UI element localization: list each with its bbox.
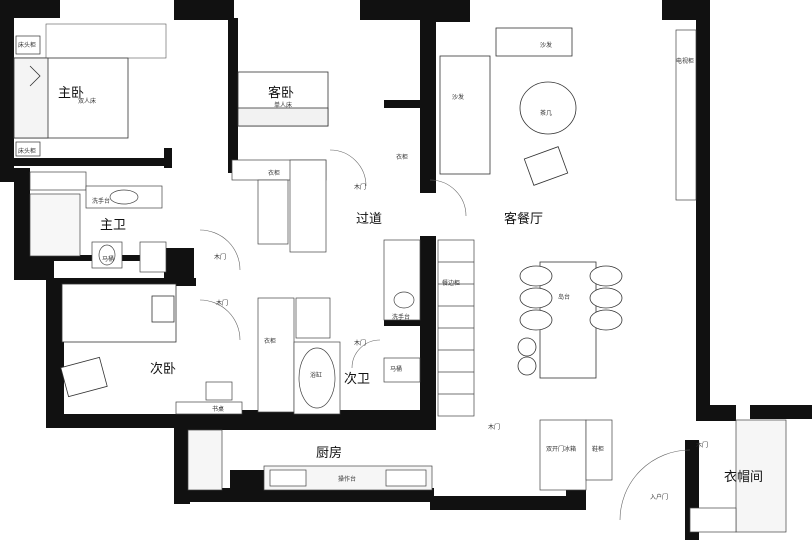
master-bath-fixtures (29, 171, 167, 273)
label-fridge: 双开门冰箱 (546, 446, 577, 453)
label-wardrobe-guest: 衣柜 (268, 170, 281, 177)
wardrobe-second (257, 297, 331, 413)
room-label-second-bedroom: 次卧 (150, 362, 177, 377)
room-label-kitchen: 厨房 (316, 446, 343, 461)
label-toilet-second: 马桶 (390, 366, 403, 373)
tv-cabinet (675, 29, 697, 201)
kitchen-counter (187, 429, 433, 491)
second-bath-fixtures (293, 239, 421, 415)
label-nightstand-top: 床头柜 (18, 42, 37, 49)
label-toilet-master: 马桶 (102, 256, 115, 263)
label-sideboard: 餐边柜 (442, 280, 461, 287)
label-nightstand-bottom: 床头柜 (18, 148, 37, 155)
cloakroom-closet (689, 419, 787, 533)
second-bed (60, 283, 177, 398)
label-tv-cabinet: 电视柜 (676, 58, 695, 65)
label-door-1: 木门 (354, 184, 367, 191)
label-bathtub: 浴缸 (310, 372, 323, 379)
room-label-cloakroom: 衣帽间 (724, 470, 764, 485)
label-sofa-left: 沙发 (452, 94, 465, 101)
label-door-5: 木门 (488, 424, 501, 431)
label-double-bed: 双人床 (78, 98, 97, 105)
label-shoe-cabinet: 鞋柜 (592, 446, 605, 453)
fridge-sideboard (539, 419, 613, 491)
label-wash-basin-second: 洗手台 (392, 314, 411, 321)
door-swings (199, 149, 691, 521)
label-wardrobe-corridor: 衣柜 (396, 154, 409, 161)
room-label-living-dining: 客餐厅 (504, 212, 544, 227)
label-entry-door: 入户门 (650, 494, 669, 501)
corridor-closet (289, 159, 327, 253)
label-wash-basin-master: 洗手台 (92, 198, 111, 205)
label-desk: 书桌 (212, 406, 225, 413)
single-bed (237, 71, 329, 127)
label-door-6: 木门 (696, 442, 709, 449)
wardrobe-master (45, 23, 167, 59)
label-coffee-table: 茶几 (540, 110, 553, 117)
room-label-corridor: 过道 (356, 212, 383, 227)
sideboard (437, 239, 475, 417)
nightstands (15, 35, 41, 157)
desk (175, 381, 243, 415)
label-door-2: 木门 (214, 254, 227, 261)
label-stove: 操作台 (338, 476, 357, 483)
room-label-guest-bedroom: 客卧 (268, 86, 295, 101)
room-label-master-bath: 主卫 (100, 218, 127, 233)
label-sofa-top: 沙发 (540, 42, 553, 49)
label-door-4: 木门 (354, 340, 367, 347)
dining-island (517, 261, 623, 379)
label-single-bed: 单人床 (274, 102, 293, 109)
label-island: 岛台 (558, 294, 571, 301)
room-label-master-bedroom: 主卧 (58, 86, 85, 101)
label-door-3: 木门 (216, 300, 229, 307)
room-label-second-bath: 次卫 (344, 372, 371, 387)
sofa-set (439, 27, 577, 186)
label-wardrobe-second: 衣柜 (264, 338, 277, 345)
